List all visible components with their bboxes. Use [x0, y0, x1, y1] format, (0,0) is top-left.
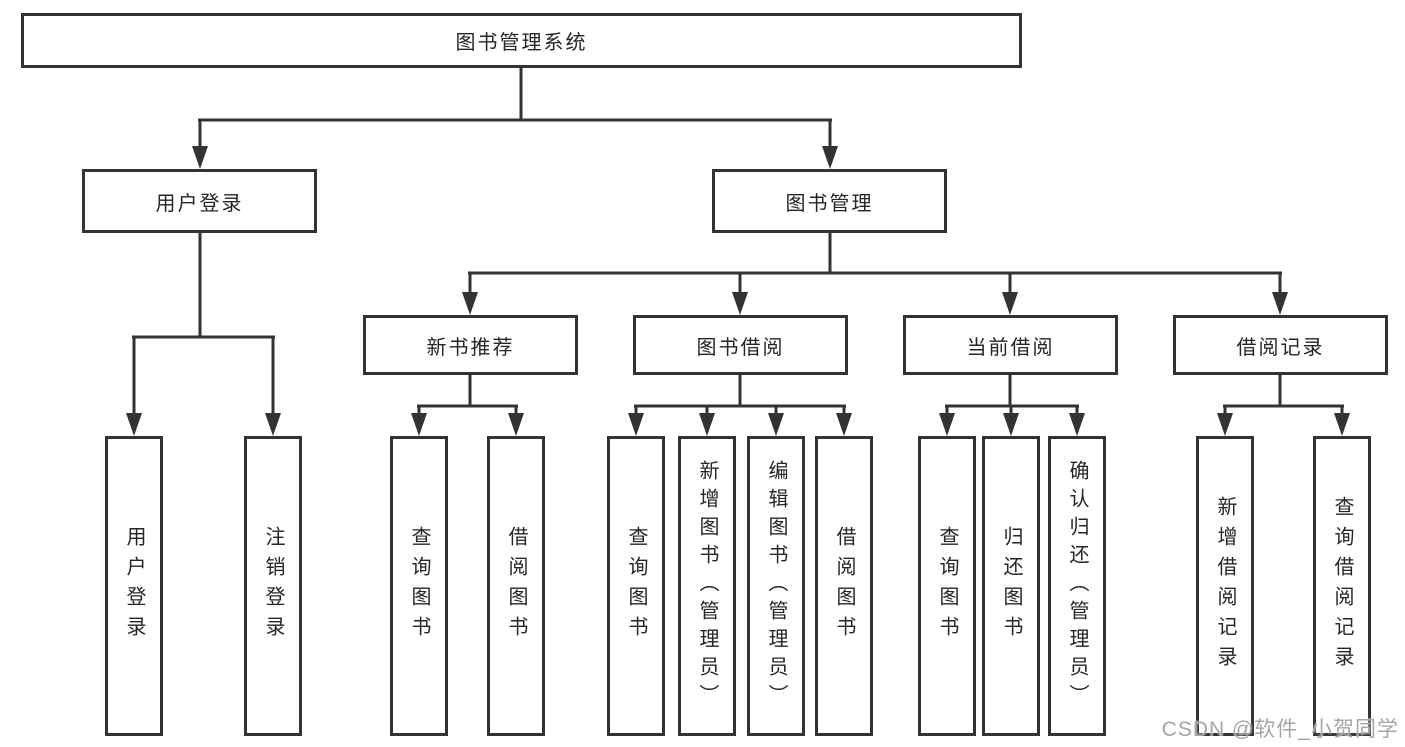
leaf-return-books: 归还图书 — [982, 436, 1040, 736]
node-book-borrow-label: 图书借阅 — [696, 336, 785, 359]
leaf-borrow-books-label: 借阅图书 — [833, 526, 855, 646]
leaf-recommend-borrow-books-label: 借阅图书 — [505, 526, 527, 646]
leaf-edit-books-admin-label: 编辑图书（管理员） — [765, 460, 787, 712]
node-user-login-label: 用户登录 — [155, 192, 244, 215]
node-current-borrow: 当前借阅 — [903, 315, 1118, 375]
node-book-management-label: 图书管理 — [785, 192, 874, 215]
leaf-confirm-return-admin-label: 确认归还（管理员） — [1066, 460, 1088, 712]
node-new-book-recommend: 新书推荐 — [363, 315, 578, 375]
leaf-edit-books-admin: 编辑图书（管理员） — [747, 436, 805, 736]
leaf-query-borrow-record: 查询借阅记录 — [1313, 436, 1371, 736]
leaf-confirm-return-admin: 确认归还（管理员） — [1048, 436, 1106, 736]
leaf-recommend-query-books: 查询图书 — [390, 436, 448, 736]
leaf-add-books-admin: 新增图书（管理员） — [678, 436, 736, 736]
csdn-watermark: CSDN @软件_小贺同学 — [1161, 718, 1399, 741]
leaf-borrow-query-books: 查询图书 — [607, 436, 665, 736]
leaf-borrow-books: 借阅图书 — [815, 436, 873, 736]
node-book-management: 图书管理 — [712, 169, 947, 233]
leaf-add-borrow-record-label: 新增借阅记录 — [1214, 496, 1236, 676]
arrowheads — [126, 146, 1350, 436]
leaf-user-login-label: 用户登录 — [123, 526, 145, 646]
leaf-current-query-books-label: 查询图书 — [936, 526, 958, 646]
leaf-add-books-admin-label: 新增图书（管理员） — [696, 460, 718, 712]
node-borrow-records-label: 借阅记录 — [1236, 336, 1325, 359]
node-root-label: 图书管理系统 — [455, 32, 588, 54]
node-user-login: 用户登录 — [82, 169, 317, 233]
leaf-query-borrow-record-label: 查询借阅记录 — [1331, 496, 1353, 676]
node-root: 图书管理系统 — [21, 13, 1022, 68]
leaf-logout-label: 注销登录 — [262, 526, 284, 646]
leaf-recommend-borrow-books: 借阅图书 — [487, 436, 545, 736]
leaf-borrow-query-books-label: 查询图书 — [625, 526, 647, 646]
node-new-book-recommend-label: 新书推荐 — [426, 336, 515, 359]
leaf-user-login: 用户登录 — [105, 436, 163, 736]
node-borrow-records: 借阅记录 — [1173, 315, 1388, 375]
node-current-borrow-label: 当前借阅 — [966, 336, 1055, 359]
leaf-current-query-books: 查询图书 — [918, 436, 976, 736]
leaf-recommend-query-books-label: 查询图书 — [408, 526, 430, 646]
leaf-logout: 注销登录 — [244, 436, 302, 736]
leaf-add-borrow-record: 新增借阅记录 — [1196, 436, 1254, 736]
node-book-borrow: 图书借阅 — [633, 315, 848, 375]
leaf-return-books-label: 归还图书 — [1000, 526, 1022, 646]
